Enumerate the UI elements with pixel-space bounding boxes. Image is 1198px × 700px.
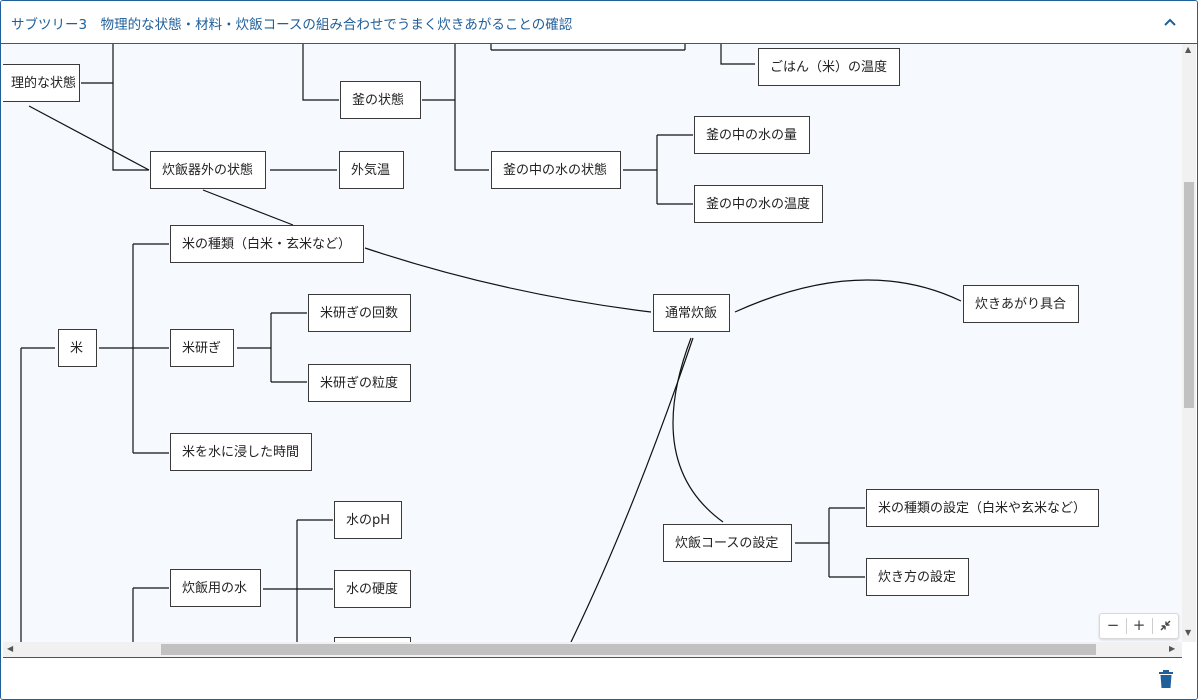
fit-view-icon[interactable] <box>1153 614 1177 638</box>
vertical-scrollbar[interactable]: ▲ ▼ <box>1182 44 1196 642</box>
node-water-temp[interactable]: 釜の中の水の温度 <box>694 185 823 223</box>
panel-header: サブツリー3 物理的な状態・材料・炊飯コースの組み合わせでうまく炊きあがることの… <box>1 1 1197 44</box>
node-water-amount[interactable]: 釜の中の水の量 <box>694 116 810 154</box>
node-normal-cook[interactable]: 通常炊飯 <box>653 294 730 332</box>
node-wash-count[interactable]: 米研ぎの回数 <box>308 294 411 332</box>
zoom-in-button[interactable]: + <box>1132 616 1146 634</box>
node-rice-temp[interactable]: ごはん（米）の温度 <box>758 48 900 86</box>
node-method-setting[interactable]: 炊き方の設定 <box>866 558 969 596</box>
horizontal-scroll-thumb[interactable] <box>161 644 1096 655</box>
scroll-left-arrow-icon[interactable]: ◀ <box>7 644 14 653</box>
node-cook-water[interactable]: 炊飯用の水 <box>170 569 261 607</box>
node-outside-state[interactable]: 炊飯器外の状態 <box>150 151 266 189</box>
panel-footer <box>1 658 1197 699</box>
scroll-up-arrow-icon[interactable]: ▲ <box>1185 45 1192 54</box>
node-hardness[interactable]: 水の硬度 <box>334 570 411 608</box>
zoom-out-button[interactable]: − <box>1106 616 1120 634</box>
node-partial-bottom[interactable] <box>334 637 411 642</box>
vertical-scroll-thumb[interactable] <box>1184 182 1194 408</box>
node-physical-state[interactable]: 理的な状態 <box>3 64 80 102</box>
trash-icon[interactable] <box>1157 669 1175 689</box>
node-rice-type[interactable]: 米の種類（白米・玄米など） <box>170 225 364 263</box>
connector-lines <box>20 44 962 642</box>
panel-title: サブツリー3 物理的な状態・材料・炊飯コースの組み合わせでうまく炊きあがることの… <box>11 17 573 33</box>
node-outside-temp[interactable]: 外気温 <box>339 151 404 189</box>
node-result[interactable]: 炊きあがり具合 <box>963 285 1079 323</box>
node-type-setting[interactable]: 米の種類の設定（白米や玄米など） <box>866 489 1099 527</box>
node-ph[interactable]: 水のpH <box>334 501 402 539</box>
tree-canvas[interactable]: 理的な状態 釜の状態 ごはん（米）の温度 炊飯器外の状態 外気温 釜の中の水の状… <box>3 44 1182 642</box>
node-rice[interactable]: 米 <box>58 329 97 367</box>
node-washing[interactable]: 米研ぎ <box>170 329 234 367</box>
node-water-state[interactable]: 釜の中の水の状態 <box>491 151 621 189</box>
node-kama-state[interactable]: 釜の状態 <box>340 81 421 119</box>
scroll-down-arrow-icon[interactable]: ▼ <box>1185 628 1192 637</box>
node-soak-time[interactable]: 米を水に浸した時間 <box>170 433 312 471</box>
scroll-right-arrow-icon[interactable]: ▶ <box>1169 644 1176 653</box>
zoom-controls: − + <box>1099 613 1179 639</box>
horizontal-scrollbar[interactable]: ◀ ▶ <box>3 642 1182 658</box>
node-course[interactable]: 炊飯コースの設定 <box>663 524 792 562</box>
node-wash-grain[interactable]: 米研ぎの粒度 <box>308 364 411 402</box>
chevron-up-icon[interactable] <box>1159 11 1181 33</box>
